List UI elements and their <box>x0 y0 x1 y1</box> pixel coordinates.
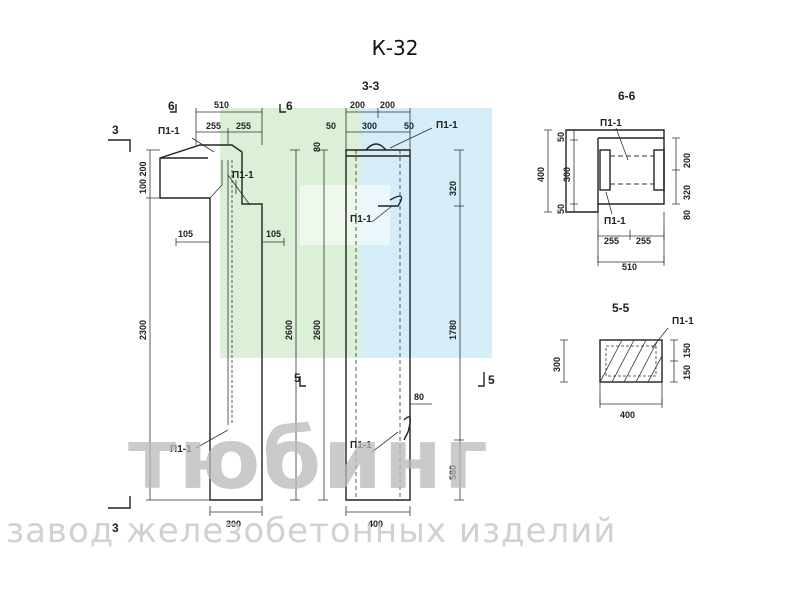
dim-320: 320 <box>448 181 458 196</box>
label-p11-section3-hook: П1-1 <box>350 214 372 225</box>
dim-100-200: 100 200 <box>138 161 148 194</box>
section-6-6-view <box>544 127 680 266</box>
section-5-5-title: 5-5 <box>612 301 630 315</box>
s6-dim-320: 320 <box>682 185 692 200</box>
dim-255-right: 255 <box>236 121 251 131</box>
dim-200-left: 200 <box>350 100 365 110</box>
dim-50-right: 50 <box>404 121 414 131</box>
s5-dim-400: 400 <box>620 410 635 420</box>
s6-dim-50-top: 50 <box>556 132 566 142</box>
dim-510: 510 <box>214 100 229 110</box>
dim-2600-elevation: 2600 <box>284 320 294 340</box>
dim-255-left: 255 <box>206 121 221 131</box>
dim-300-width: 300 <box>226 519 241 529</box>
dim-105-left: 105 <box>178 229 193 239</box>
cut-3-top: 3 <box>112 123 119 137</box>
section-3-3-view <box>299 108 485 516</box>
label-p11-section6-top: П1-1 <box>600 118 622 129</box>
dim-50-left: 50 <box>326 121 336 131</box>
s6-dim-510: 510 <box>622 262 637 272</box>
dim-1780: 1780 <box>448 320 458 340</box>
s6-dim-80: 80 <box>682 210 692 220</box>
label-p11-section3-bottom: П1-1 <box>350 440 372 451</box>
cut-3-bottom: 3 <box>112 521 119 535</box>
cut-5-left: 5 <box>294 371 301 385</box>
watermark-cutout <box>300 185 390 245</box>
elevation-view <box>108 104 300 516</box>
watermark-brand: тюбинг <box>128 410 490 508</box>
cut-6-left: 6 <box>168 99 175 113</box>
dim-80-hook: 80 <box>414 392 424 402</box>
s6-dim-50-bottom: 50 <box>556 204 566 214</box>
s5-dim-150-top: 150 <box>682 343 692 358</box>
section-5-5-view <box>560 327 678 408</box>
dim-80-top: 80 <box>312 142 322 152</box>
dim-105-right: 105 <box>266 229 281 239</box>
label-p11-corbel: П1-1 <box>232 170 254 181</box>
s6-dim-200: 200 <box>682 153 692 168</box>
section-6-6-title: 6-6 <box>618 89 636 103</box>
drawing-title: К-32 <box>371 36 419 60</box>
dim-200-right: 200 <box>380 100 395 110</box>
dim-580: 580 <box>448 465 458 480</box>
s5-dim-300: 300 <box>552 357 562 372</box>
label-p11-section6-bottom: П1-1 <box>604 216 626 227</box>
label-p11-section3-top: П1-1 <box>436 120 458 131</box>
dim-2300: 2300 <box>138 320 148 340</box>
watermark-tagline: завод железобетонных изделий <box>6 511 616 551</box>
label-p11-top: П1-1 <box>158 126 180 137</box>
cut-6-right: 6 <box>286 99 293 113</box>
s6-dim-255-right: 255 <box>636 236 651 246</box>
dim-400-width: 400 <box>368 519 383 529</box>
s6-dim-300: 300 <box>562 167 572 182</box>
s6-dim-255-left: 255 <box>604 236 619 246</box>
s6-dim-400: 400 <box>536 167 546 182</box>
section-3-3-title: 3-3 <box>362 79 380 93</box>
s5-dim-150-bottom: 150 <box>682 365 692 380</box>
label-p11-bottom: П1-1 <box>170 444 192 455</box>
dim-300-mid: 300 <box>362 121 377 131</box>
cut-5-right: 5 <box>488 373 495 387</box>
dim-2600-section: 2600 <box>312 320 322 340</box>
label-p11-section5: П1-1 <box>672 316 694 327</box>
